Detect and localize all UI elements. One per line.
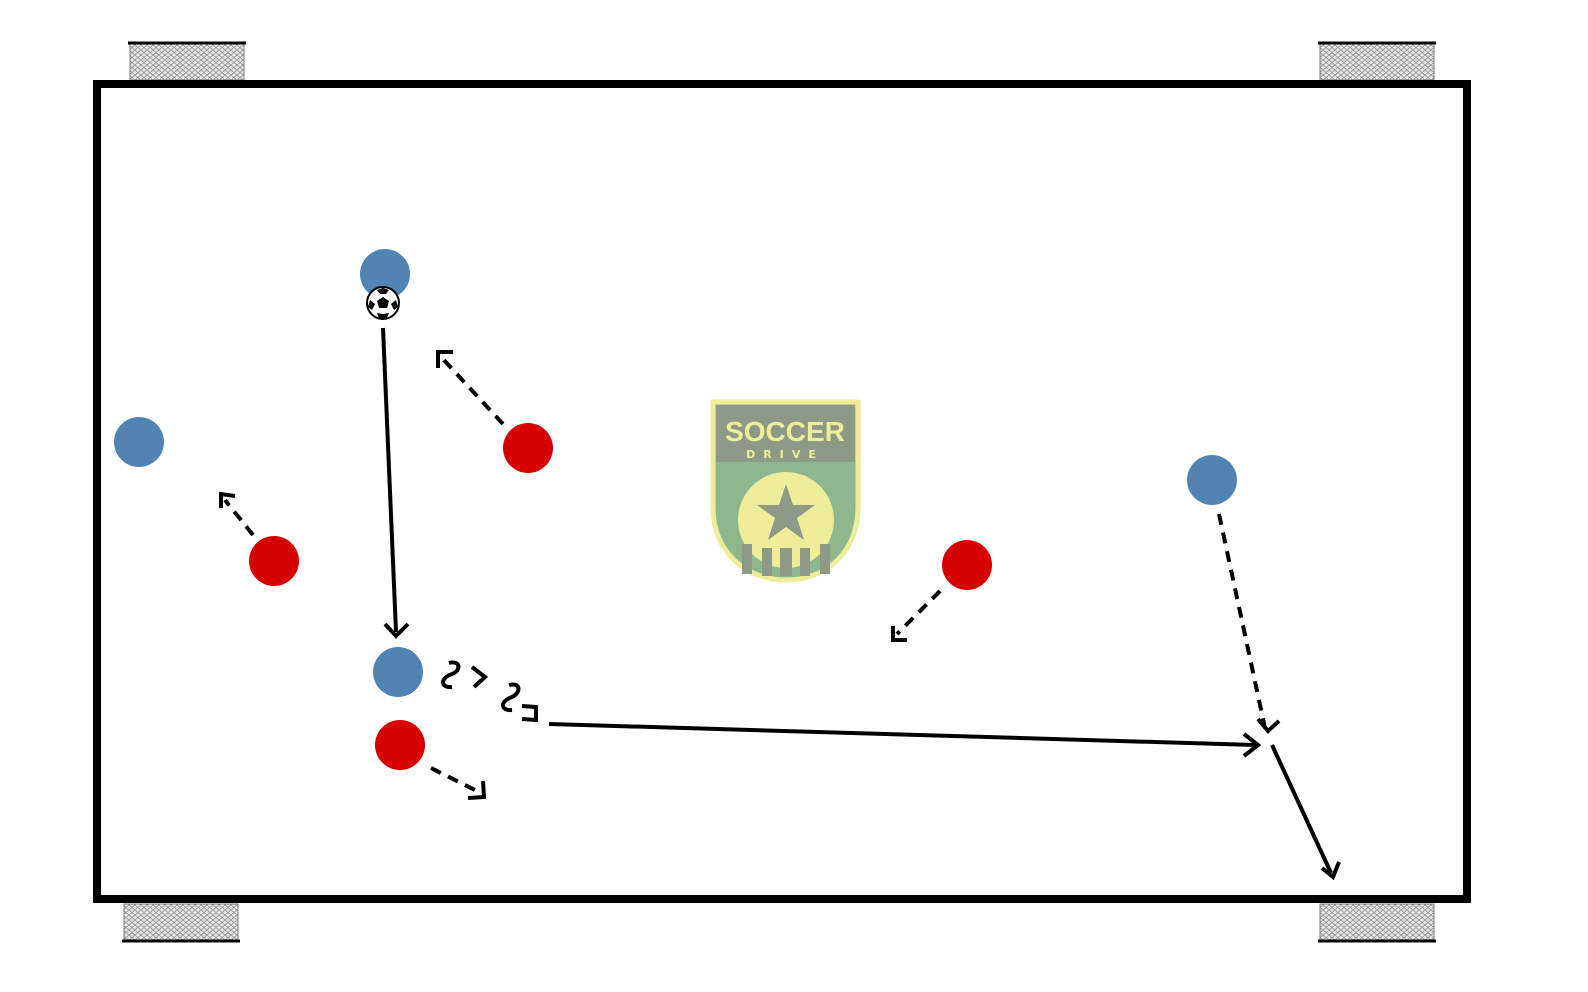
pass-arrow-1-head <box>383 622 410 639</box>
field-boundary <box>93 80 1471 903</box>
pass-arrow-2-head <box>1242 732 1262 758</box>
run-arrow-4 <box>1217 513 1267 729</box>
dribble-arrow-1 <box>470 665 489 689</box>
dribble-path-2 <box>501 682 521 713</box>
blue-player-1 <box>360 249 410 299</box>
run-arrow-2 <box>223 498 255 537</box>
run-arrow-3 <box>895 589 942 636</box>
pass-arrow-3 <box>1270 744 1333 874</box>
pass-arrow-2 <box>548 722 1256 747</box>
logo-text-top: SOCCER <box>725 416 845 447</box>
goal-top-left <box>128 41 246 81</box>
goal-bottom-left <box>122 903 240 943</box>
pass-arrow-1 <box>381 327 398 633</box>
red-player-2 <box>249 536 299 586</box>
goal-top-right <box>1318 41 1436 81</box>
logo-text-bottom: DRIVE <box>746 448 824 461</box>
run-arrow-1 <box>440 356 505 426</box>
run-arrow-3-head <box>891 626 907 642</box>
soccer-drive-logo: SOCCER DRIVE <box>710 399 861 583</box>
run-arrow-5 <box>430 766 480 794</box>
blue-player-3 <box>373 647 423 697</box>
run-arrow-4-head <box>1256 717 1281 734</box>
dribble-path <box>441 660 461 690</box>
soccer-ball-icon <box>366 286 400 320</box>
blue-player-4 <box>1187 455 1237 505</box>
blue-player-2 <box>114 417 164 467</box>
run-arrow-2-head <box>219 491 236 508</box>
run-arrow-1-head <box>436 350 453 368</box>
goal-bottom-right <box>1318 903 1436 943</box>
pass-arrow-3-head <box>1320 861 1341 881</box>
red-player-4 <box>375 720 425 770</box>
red-player-3 <box>942 540 992 590</box>
run-arrow-5-head <box>467 780 487 800</box>
red-player-1 <box>503 423 553 473</box>
dribble-arrow-2 <box>521 704 538 723</box>
